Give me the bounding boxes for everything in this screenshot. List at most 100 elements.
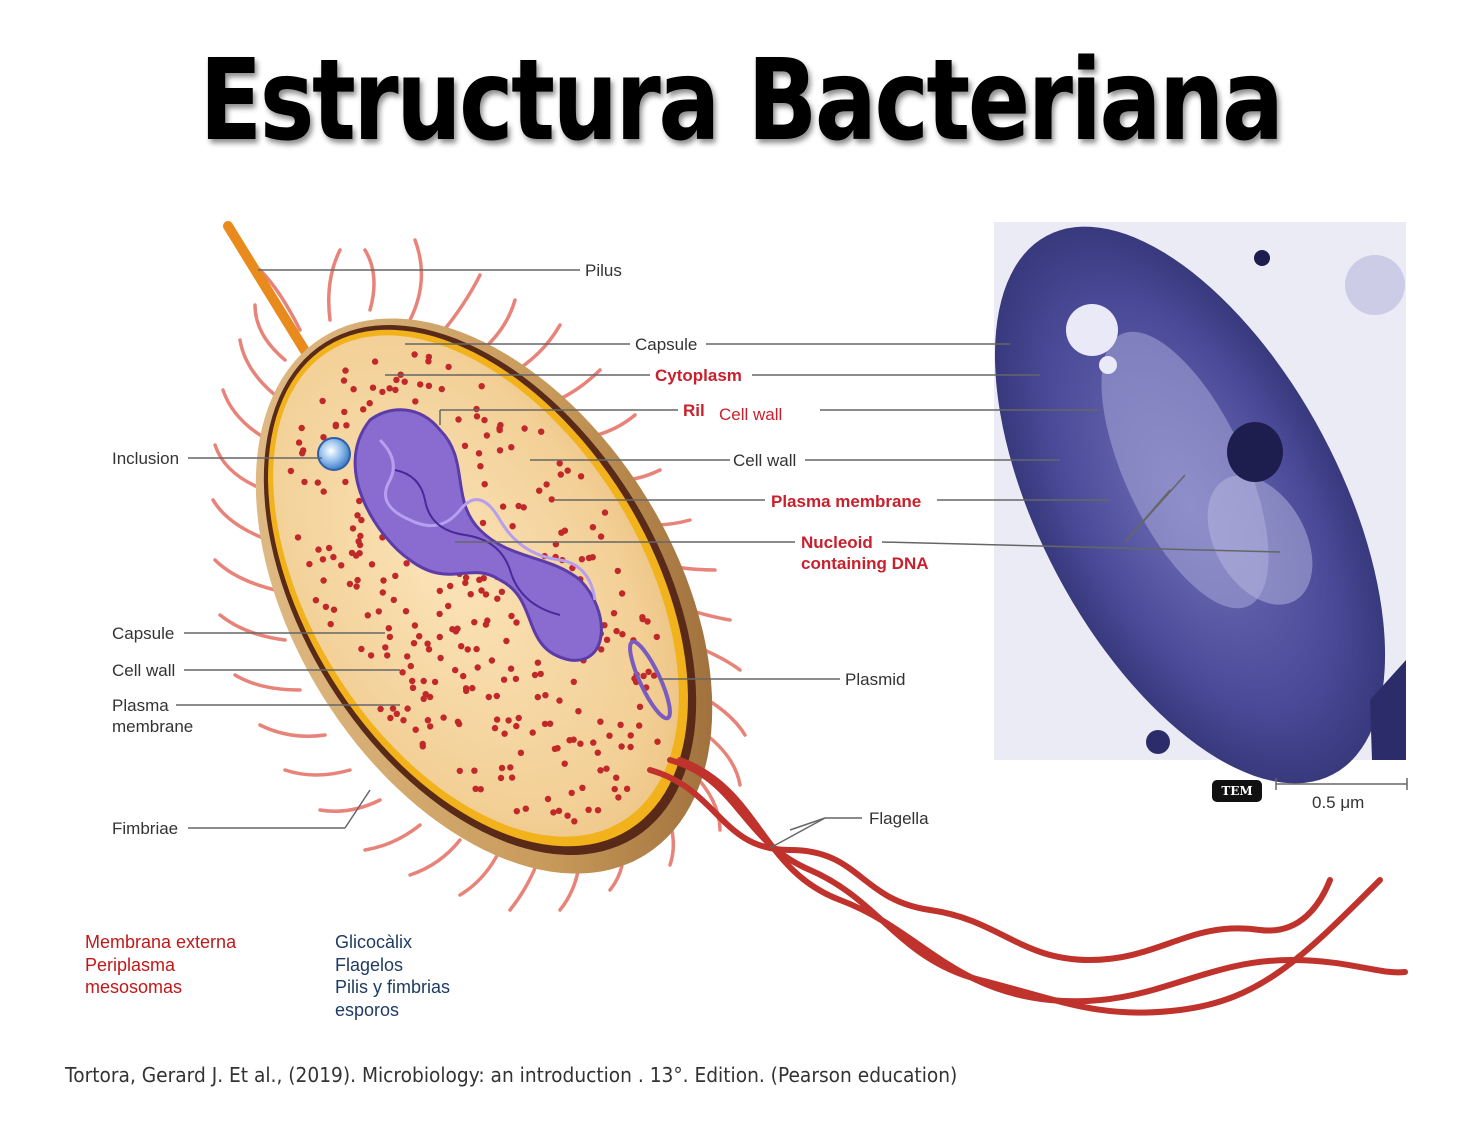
ribosome-dot <box>481 481 488 488</box>
ribosome-dot <box>322 603 330 610</box>
ribosome-dot <box>575 708 582 715</box>
ribosome-dot <box>594 807 602 814</box>
ribosome-dot <box>585 806 592 813</box>
ribosome-dot <box>483 432 491 439</box>
ribosome-dot <box>320 434 327 441</box>
ribosome-dot <box>386 633 394 641</box>
ribosome-dot <box>493 692 500 700</box>
ribosome-dot <box>330 553 337 561</box>
ribosome-dot <box>377 705 384 713</box>
tem-badge: TEM <box>1212 780 1262 802</box>
ribosome-dot <box>531 671 539 679</box>
ribosome-dot <box>366 400 373 407</box>
ribosome-dot <box>403 560 410 567</box>
ribosome-dot <box>385 625 392 632</box>
ribosome-dot <box>425 646 433 653</box>
ribosome-dot <box>424 640 431 647</box>
ribosome-dot <box>473 405 480 413</box>
ribosome-dot <box>513 722 520 730</box>
label-plasma-left: Plasma <box>112 696 169 715</box>
ribosome-dot <box>315 546 322 553</box>
ribosome-dot <box>409 684 417 691</box>
label-flagella: Flagella <box>869 809 929 828</box>
ribosome-dot <box>473 645 480 653</box>
ribosome-dot <box>458 643 465 650</box>
ribosome-dot <box>411 622 419 629</box>
ribosome-dot <box>343 422 350 429</box>
leader-lines <box>176 269 1408 849</box>
ribosome-dot <box>556 460 563 467</box>
ribosome-dot <box>369 384 377 391</box>
ribosome-dot <box>554 745 561 752</box>
ribosome-dot <box>594 749 601 756</box>
label-pilus: Pilus <box>585 261 622 280</box>
ribosome-dot <box>320 577 327 584</box>
ribosome-dot <box>488 657 496 664</box>
ribosome-dot <box>482 591 490 598</box>
ribosome-dot <box>477 463 484 470</box>
ribosome-dot <box>306 560 313 568</box>
ribosome-dot <box>529 729 536 736</box>
ribosome-dot <box>623 785 631 792</box>
ribosome-dot <box>364 612 371 619</box>
ribosome-dot <box>460 672 467 680</box>
ribosome-dot <box>353 583 360 590</box>
ribosome-dot <box>404 653 411 660</box>
ribosome-dot <box>627 732 634 739</box>
ribosome-dot <box>561 760 568 767</box>
ribosome-dot <box>356 541 364 549</box>
ribosome-dot <box>603 765 610 772</box>
ribosome-dot <box>393 376 400 384</box>
ribosome-dot <box>610 610 618 617</box>
ribosome-dot <box>534 659 542 666</box>
ribosome-dot <box>325 544 333 552</box>
ribosome-dot <box>314 479 321 486</box>
ribosome-dot <box>462 685 470 692</box>
ribosome-dot <box>371 358 379 365</box>
ribosome-dot <box>548 496 555 503</box>
ribosome-dot <box>509 523 516 530</box>
scale-bar-label: 0.5 μm <box>1312 793 1365 812</box>
ribosome-dot <box>615 794 622 801</box>
ribosome-dot <box>589 524 597 531</box>
ribosome-dot <box>301 478 308 486</box>
ribosome-dot <box>342 367 349 374</box>
ribosome-dot <box>513 619 520 626</box>
ribosome-dot <box>541 720 549 728</box>
ribosome-dot <box>556 697 563 704</box>
ribosome-dot <box>520 504 527 511</box>
notes-red-list: Membrana externa Periplasma mesosomas <box>85 931 236 999</box>
ribosome-dot <box>508 612 515 620</box>
ribosome-dot <box>515 714 522 722</box>
ribosome-dot <box>538 428 545 435</box>
ribosome-dot <box>294 534 302 541</box>
ribosome-dot <box>469 684 476 692</box>
ribosome-dot <box>618 743 625 750</box>
ribosome-dot <box>517 749 525 756</box>
ribosome-dot <box>426 693 434 701</box>
ribosome-dot <box>627 743 634 751</box>
ribosome-dot <box>350 386 357 393</box>
ribosome-dot <box>340 377 348 384</box>
ribosome-dot <box>295 439 303 446</box>
ribosome-dot <box>558 529 565 536</box>
ribosome-dot <box>512 675 520 683</box>
ribosome-dot <box>452 666 459 674</box>
ribosome-dot <box>379 589 386 596</box>
note-item: esporos <box>335 999 400 1020</box>
ribosome-dot <box>654 738 661 745</box>
ribosome-dot <box>521 425 528 432</box>
label-fimbriae: Fimbriae <box>112 819 179 838</box>
ribosome-dot <box>601 509 609 516</box>
ribosome-dot <box>640 672 647 680</box>
ribosome-dot <box>578 556 586 563</box>
ribosome-dot <box>392 386 399 394</box>
ribosome-dot <box>431 678 439 686</box>
ribosome-dot <box>354 576 361 584</box>
ribosome-dot <box>338 562 345 569</box>
ribosome-dot <box>650 672 658 679</box>
ribosome-dot <box>425 382 433 389</box>
ribosome-dot <box>485 693 492 701</box>
ribosome-dot <box>546 720 554 727</box>
ribosome-dot <box>507 764 514 771</box>
